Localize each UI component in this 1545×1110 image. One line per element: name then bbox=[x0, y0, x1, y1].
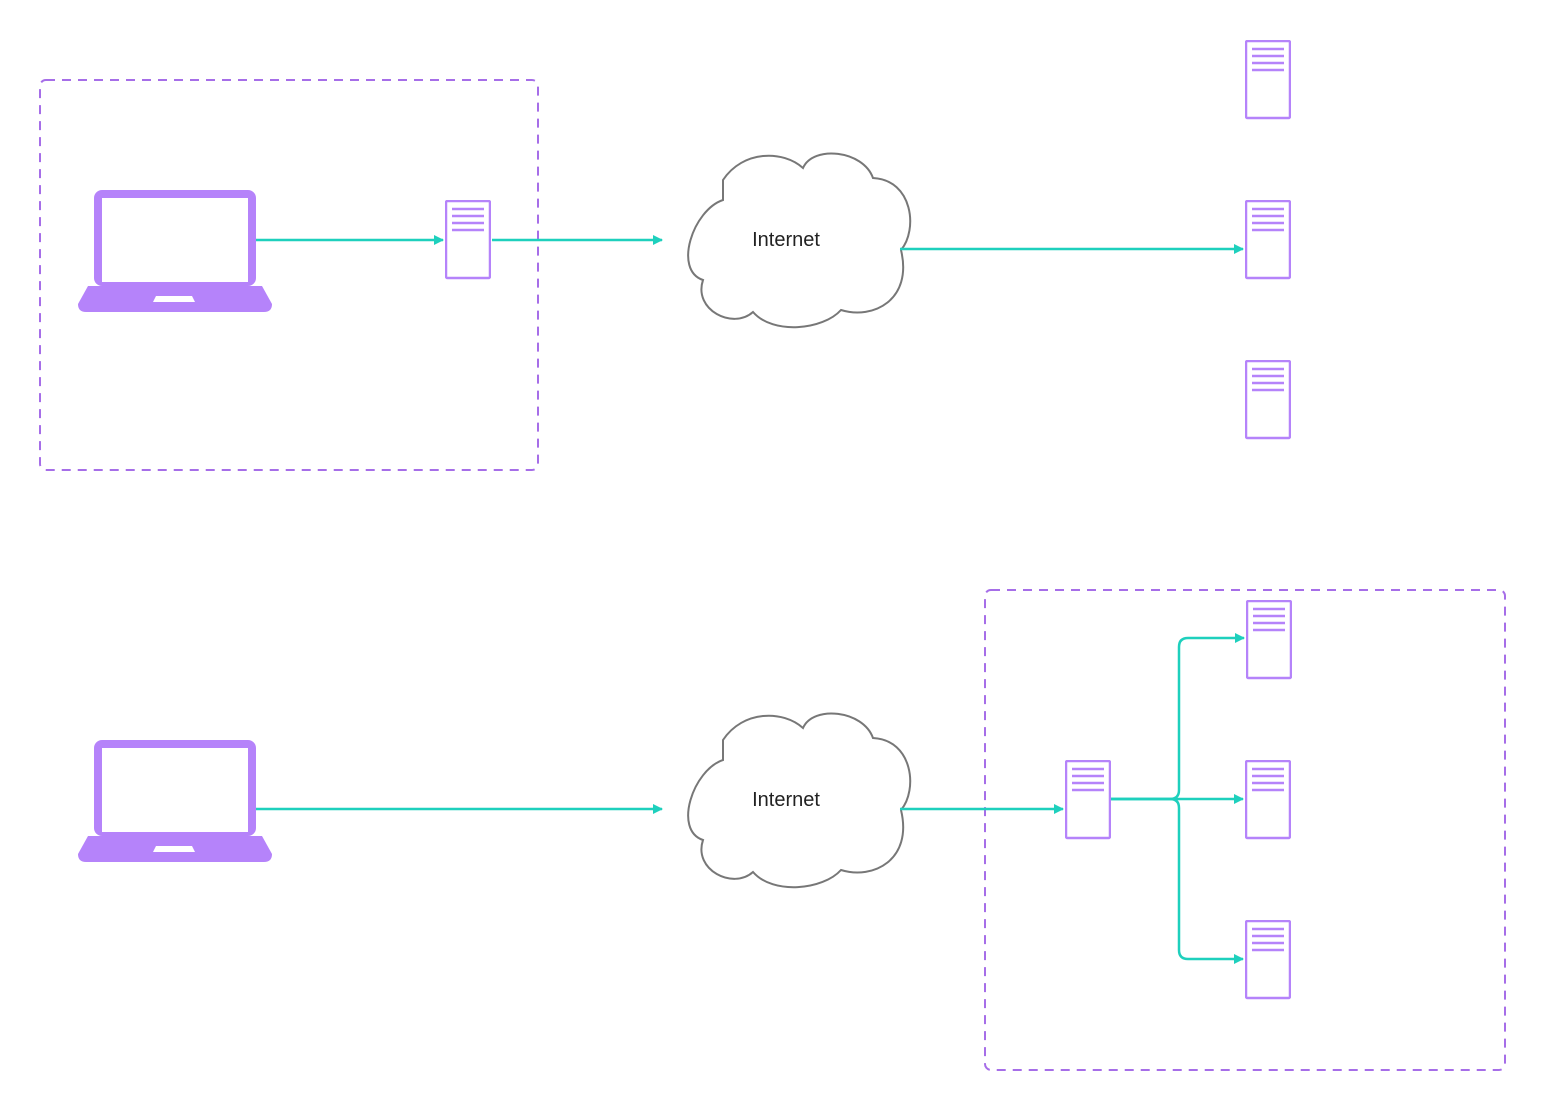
arrow-load-balancer-to-server-bottom bbox=[1111, 797, 1244, 964]
server-icon bbox=[1065, 760, 1111, 840]
server-icon bbox=[1246, 600, 1292, 680]
cloud-label: Internet bbox=[752, 229, 820, 251]
arrow-load-balancer-to-server-top bbox=[1111, 633, 1245, 801]
server-icon bbox=[1245, 200, 1291, 280]
server-icon bbox=[445, 200, 491, 280]
cloud-icon: Internet bbox=[687, 152, 912, 329]
bottom-diagram: Internet bbox=[78, 589, 1506, 1071]
cloud-label: Internet bbox=[752, 789, 820, 811]
top-diagram: Internet bbox=[39, 40, 1291, 471]
client-network-boundary bbox=[39, 79, 539, 471]
cloud-icon: Internet bbox=[687, 712, 912, 889]
server-icon bbox=[1245, 760, 1291, 840]
laptop-icon bbox=[78, 190, 272, 312]
server-icon bbox=[1245, 40, 1291, 120]
server-icon bbox=[1245, 920, 1291, 1000]
server-network-boundary bbox=[984, 589, 1506, 1071]
laptop-icon bbox=[78, 740, 272, 862]
server-icon bbox=[1245, 360, 1291, 440]
